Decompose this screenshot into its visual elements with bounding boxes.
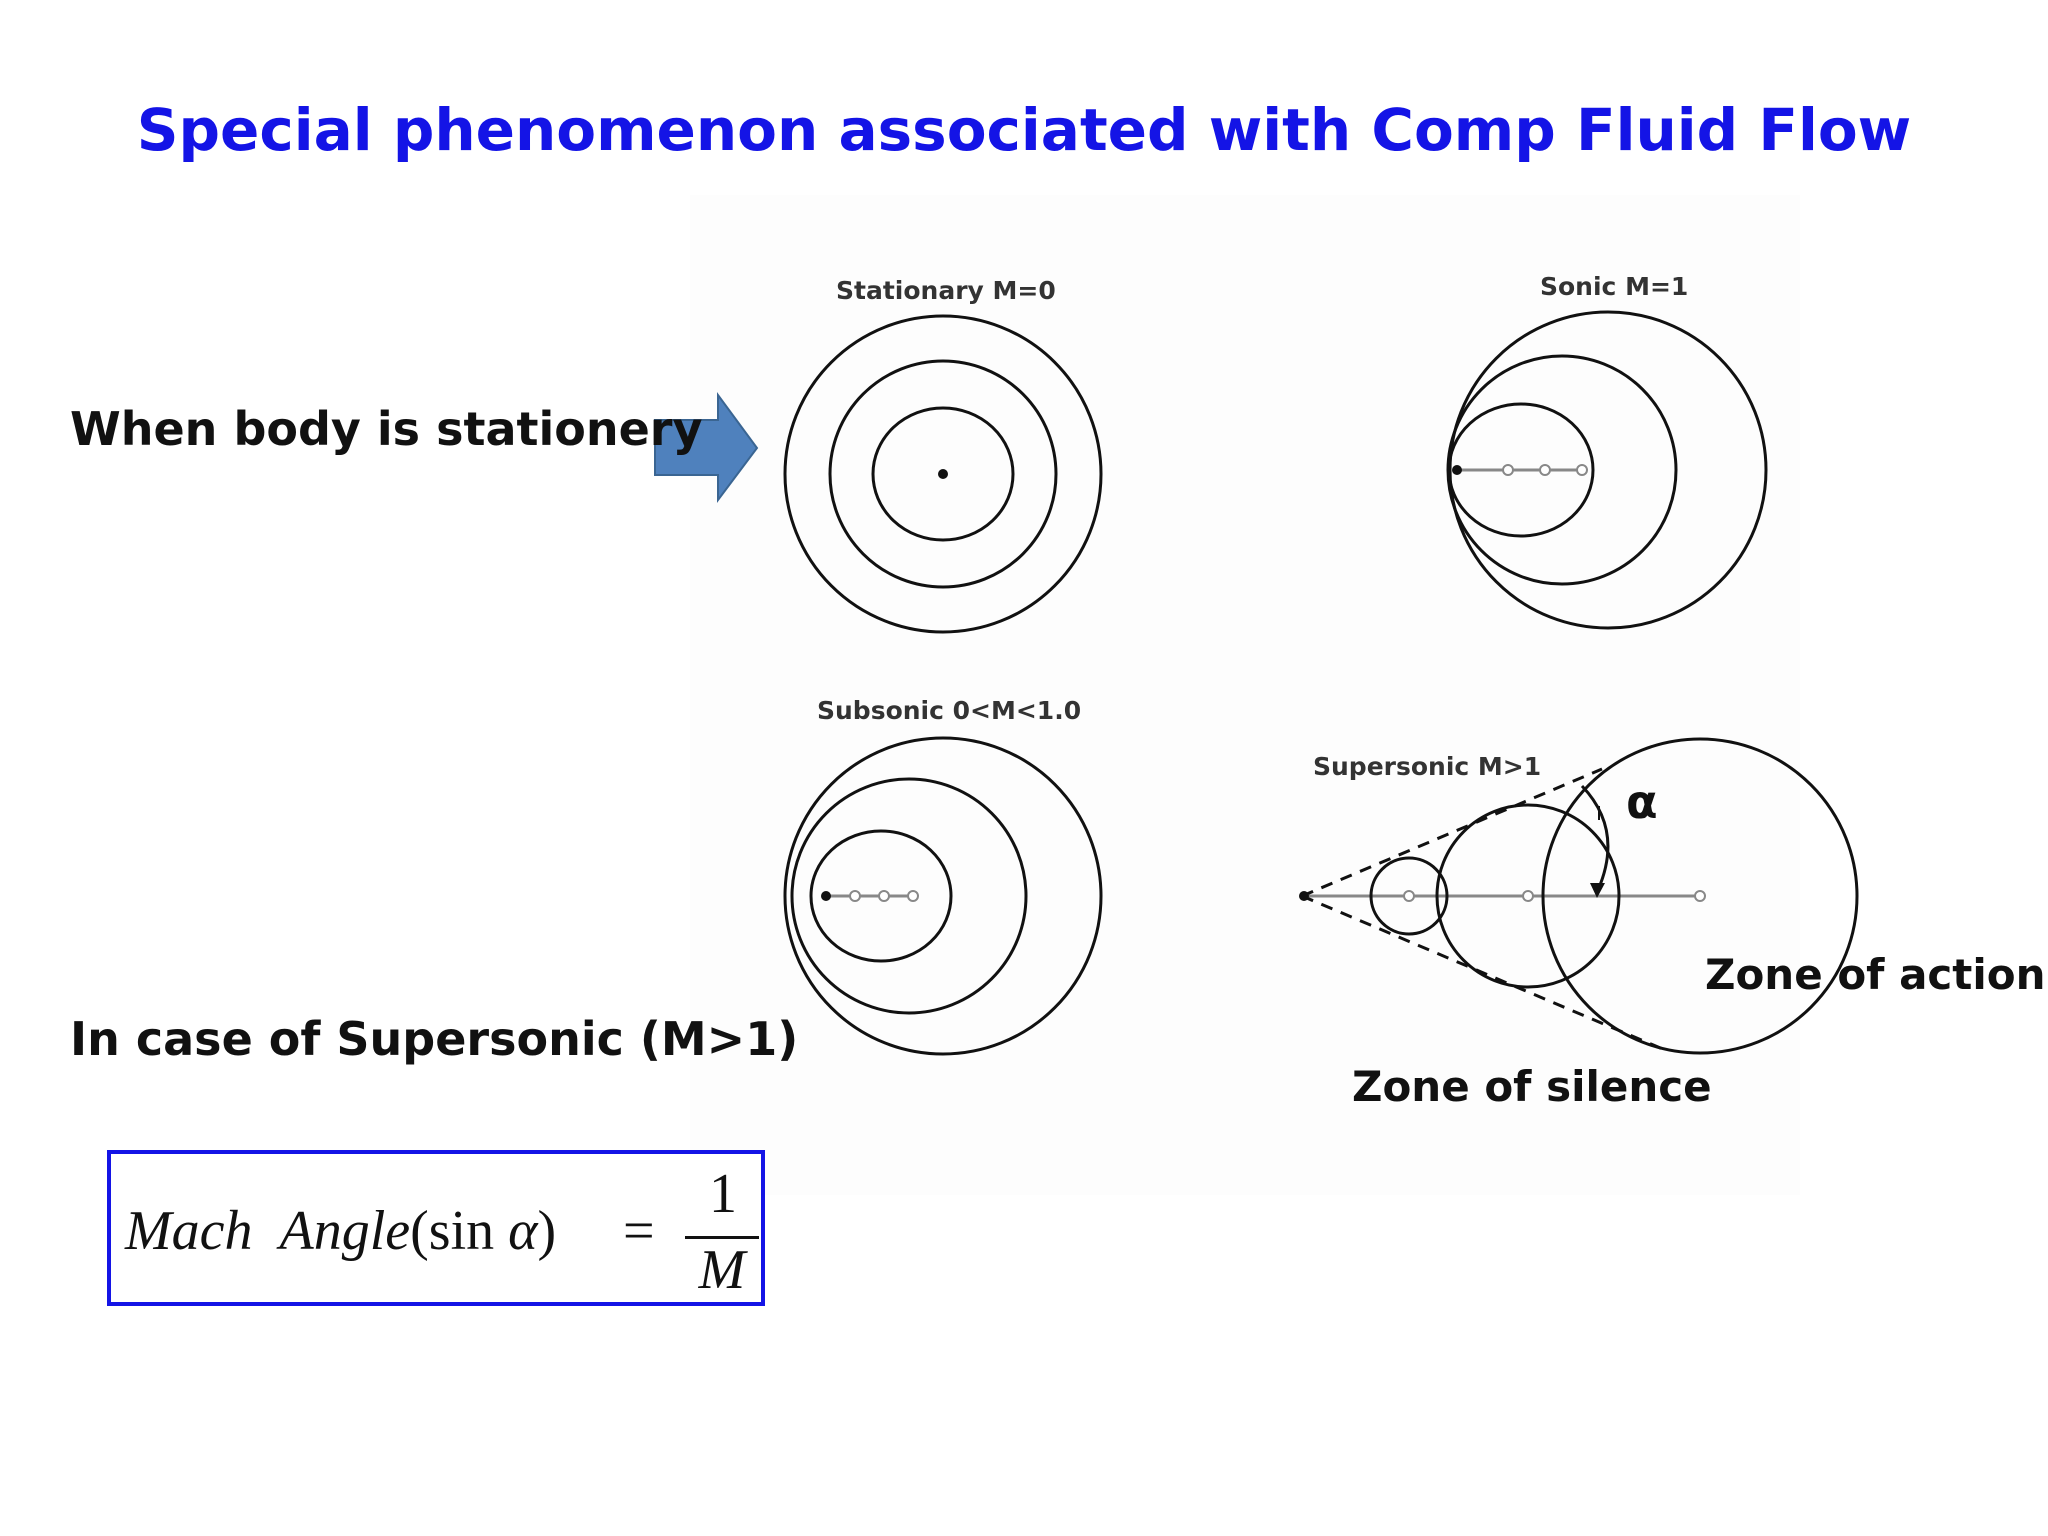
- sonic-source-point: [1452, 465, 1462, 475]
- sonic-emit-point-2: [1539, 464, 1551, 476]
- mach-cone-lower: [1301, 894, 1666, 1052]
- supersonic-wave-large: [1541, 737, 1859, 1055]
- stationary-source-point: [938, 469, 948, 479]
- formula-lhs: Mach Angle(sin α): [125, 1199, 556, 1263]
- formula-equals: =: [623, 1200, 655, 1262]
- sonic-emit-point-1: [1502, 464, 1514, 476]
- subsonic-wave-outer: [783, 736, 1103, 1056]
- formula-alpha: α: [508, 1200, 538, 1262]
- formula-lhs-open: (sin: [410, 1200, 509, 1262]
- formula-lhs-close: ): [537, 1200, 557, 1262]
- subsonic-emit-point-3: [907, 890, 919, 902]
- sonic-wave-group: [1446, 310, 1768, 630]
- supersonic-label: In case of Supersonic (M>1): [70, 1012, 799, 1066]
- mach-angle-formula: Mach Angle(sin α) = 1 M: [107, 1150, 765, 1306]
- caption-stationary: Stationary M=0: [836, 276, 1056, 305]
- page-title: Special phenomenon associated with Comp …: [136, 96, 1912, 164]
- stationary-wave-outer: [783, 314, 1103, 634]
- stationary-wave-group: [783, 314, 1103, 634]
- stationary-wave-middle: [828, 359, 1058, 589]
- supersonic-wave-small: [1369, 856, 1449, 936]
- formula-fraction-bar: [685, 1236, 759, 1239]
- subsonic-wave-middle: [790, 777, 1028, 1015]
- formula-numerator: 1: [709, 1163, 737, 1225]
- subsonic-emit-point-1: [849, 890, 861, 902]
- supersonic-wave-medium: [1435, 803, 1621, 989]
- stationary-label: When body is stationery: [70, 402, 703, 456]
- formula-denominator: M: [698, 1239, 746, 1301]
- sonic-emit-point-3: [1576, 464, 1588, 476]
- supersonic-emit-point-3: [1694, 890, 1706, 902]
- right-arrow-icon: [654, 391, 759, 503]
- subsonic-wave-inner: [809, 829, 953, 963]
- supersonic-source-point: [1299, 891, 1309, 901]
- supersonic-emit-point-2: [1522, 890, 1534, 902]
- caption-supersonic: Supersonic M>1: [1313, 752, 1542, 781]
- mach-angle-arc: [1580, 784, 1610, 891]
- supersonic-emit-point-1: [1403, 890, 1415, 902]
- mach-angle-arrowhead: [1590, 883, 1605, 898]
- stationary-wave-inner: [871, 406, 1015, 542]
- zone-of-silence-label: Zone of silence: [1352, 1062, 1712, 1111]
- zone-of-action-label: Zone of action: [1705, 950, 2046, 999]
- subsonic-emit-point-2: [878, 890, 890, 902]
- sonic-wave-inner: [1447, 402, 1595, 538]
- alpha-label: α: [1626, 775, 1658, 829]
- supersonic-wave-group: [1299, 737, 1859, 1055]
- subsonic-source-point: [821, 891, 831, 901]
- formula-lhs-words: Mach Angle: [125, 1200, 411, 1262]
- caption-subsonic: Subsonic 0<M<1.0: [817, 696, 1082, 725]
- subsonic-wave-group: [783, 736, 1103, 1056]
- caption-sonic: Sonic M=1: [1540, 272, 1689, 301]
